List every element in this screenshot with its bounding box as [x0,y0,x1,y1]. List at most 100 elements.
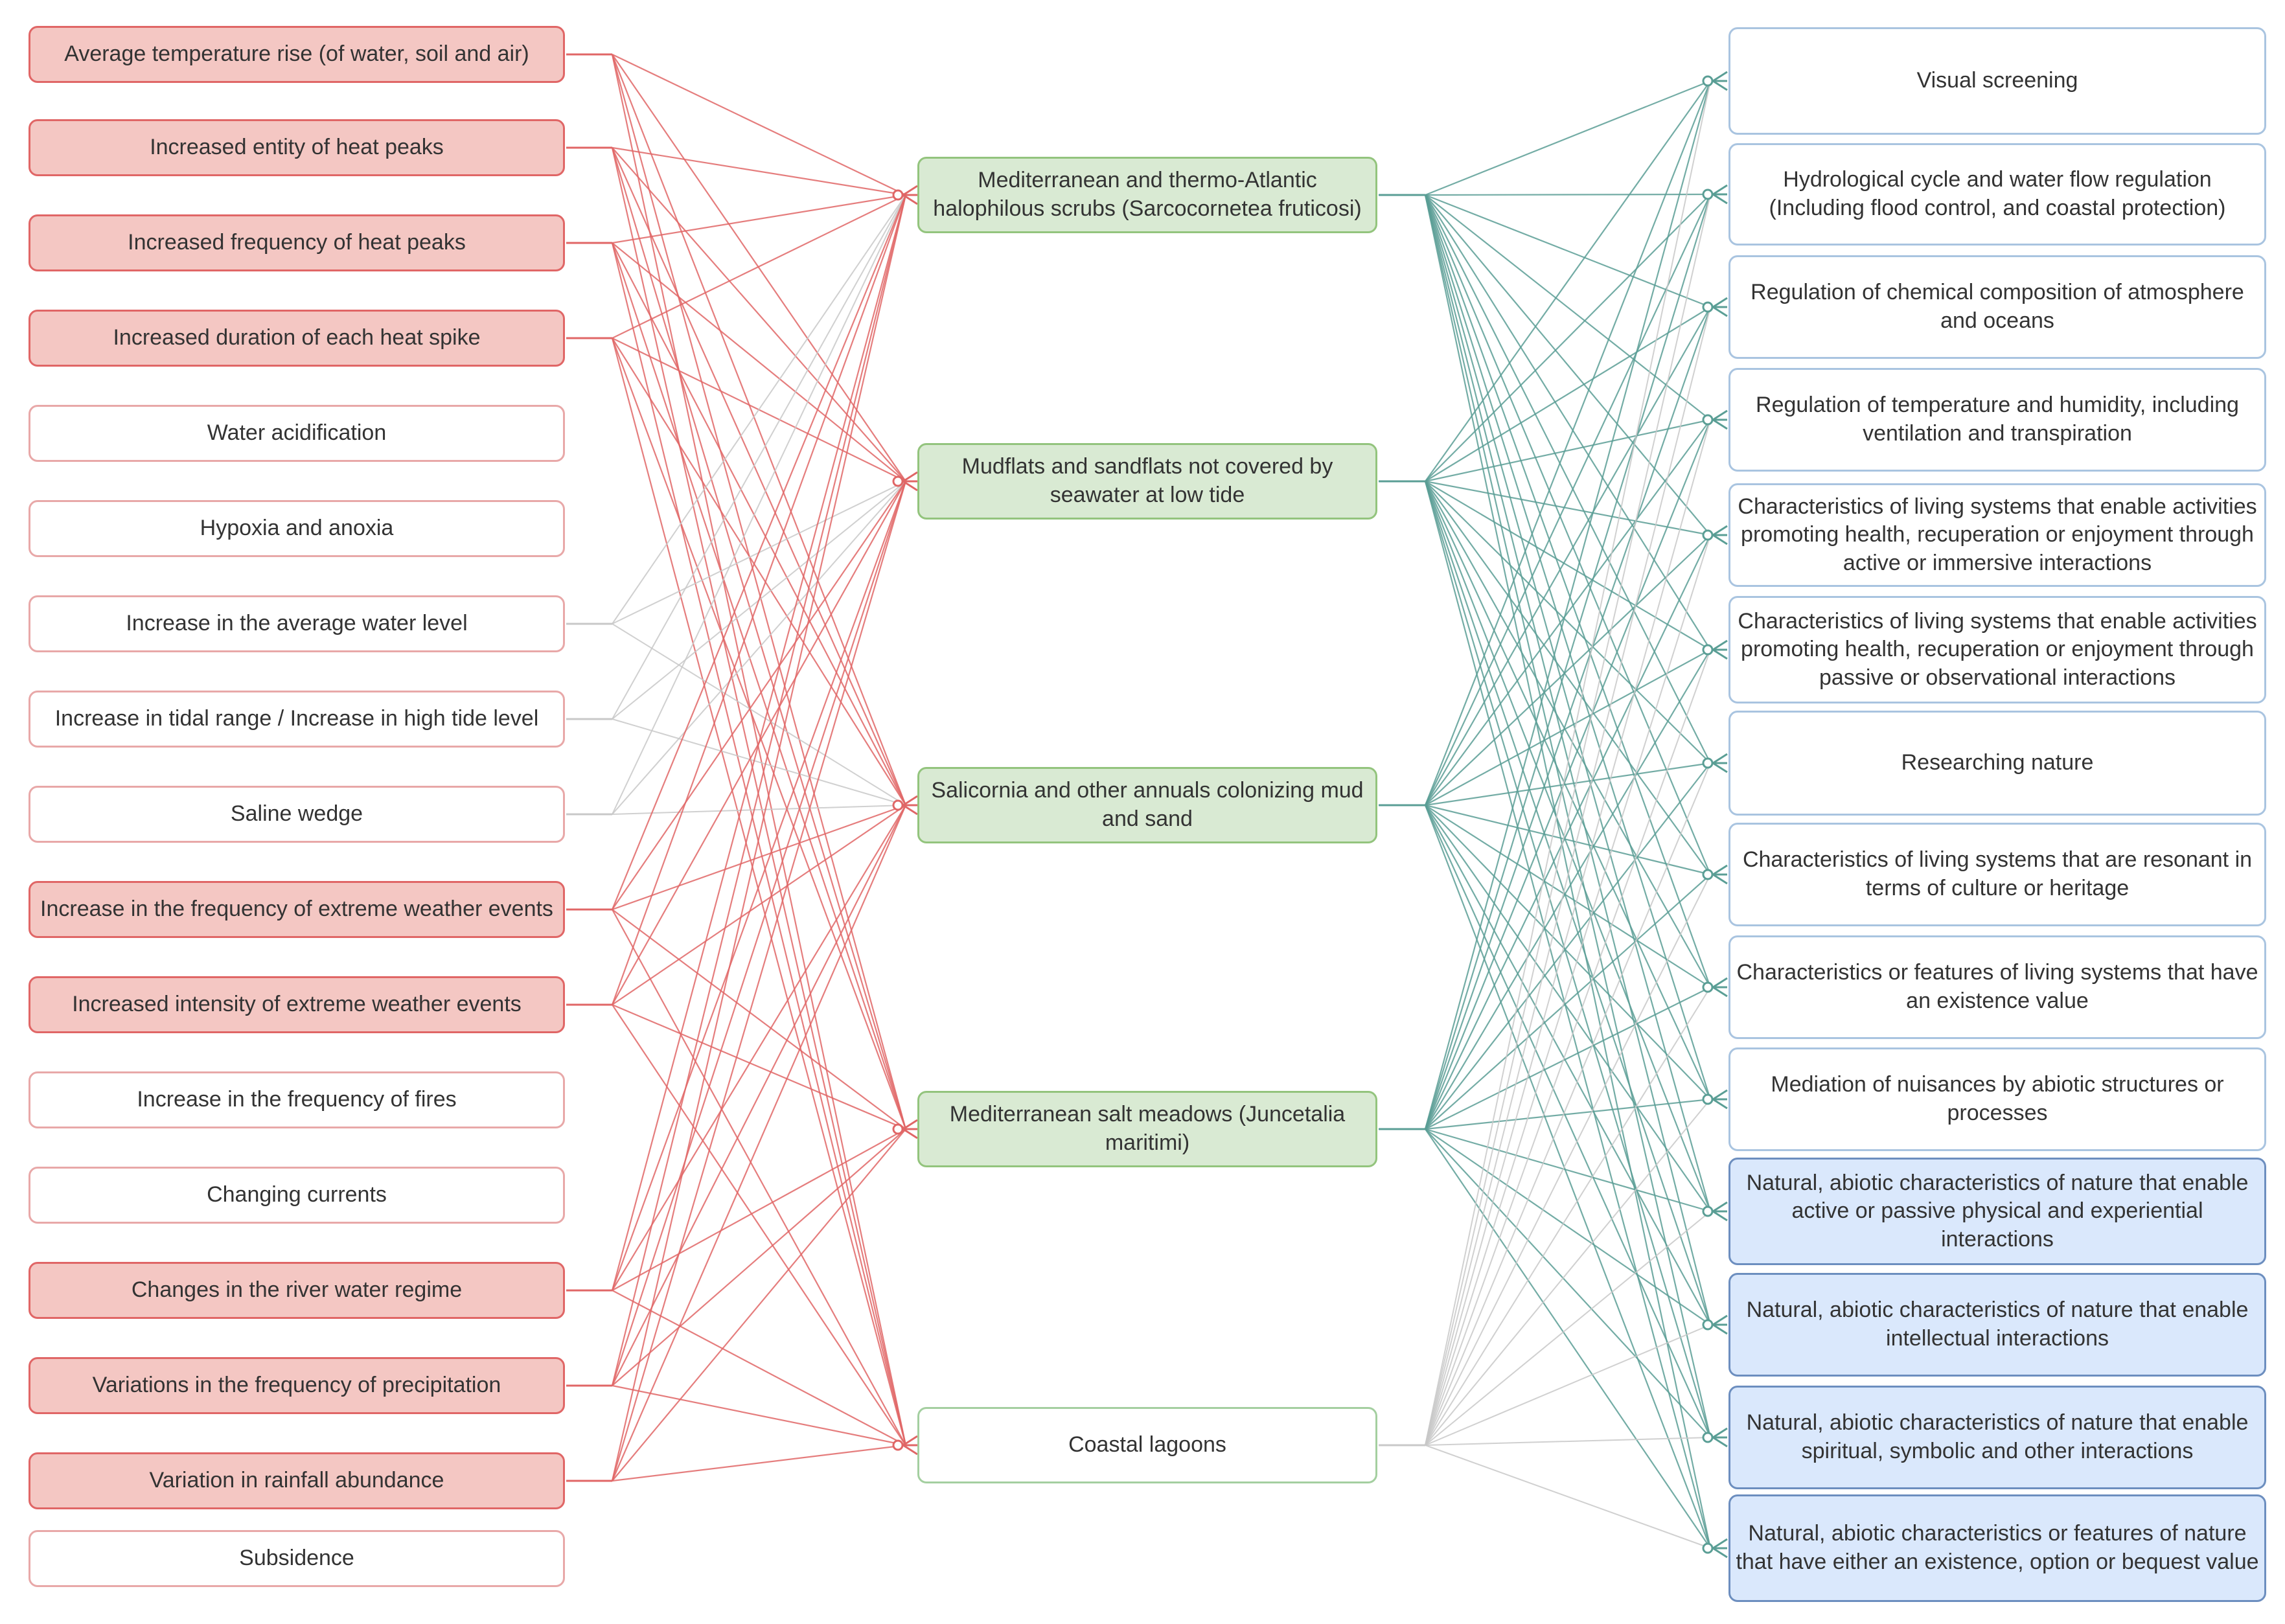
pressure-habitat-link [612,1128,906,1481]
habitat-node-salt-meadows: Mediterranean salt meadows (Juncetalia m… [917,1091,1377,1167]
pressure-habitat-link [611,147,907,1130]
habitat-service-link [1425,762,1711,1446]
pressure-habitat-link [612,194,906,815]
habitat-service-link [1425,481,1711,988]
habitat-service-link [1425,194,1711,536]
habitat-service-link [1425,194,1711,764]
pressure-habitat-link [611,481,907,1386]
pressure-habitat-link [612,805,906,815]
service-input-connector-icon [1702,1201,1728,1222]
pressure-habitat-link [612,194,906,720]
habitat-input-connector-icon [892,185,918,205]
pressure-habitat-link [612,804,906,911]
habitat-service-link [1425,762,1711,1130]
habitat-service-link [1425,1128,1711,1325]
pressure-node-tidal-range: Increase in tidal range / Increase in hi… [29,691,565,748]
habitat-service-link [1424,194,1712,1130]
service-node-passive-interactions: Characteristics of living systems that e… [1728,596,2266,703]
pressure-habitat-link [612,242,906,806]
pressure-habitat-link [612,1003,906,1130]
pressure-node-precipitation-frequency: Variations in the frequency of precipita… [29,1357,565,1414]
pressure-habitat-link [612,805,906,1386]
habitat-service-link [1425,534,1711,1446]
habitat-service-link [1425,481,1711,650]
service-node-temperature-humidity: Regulation of temperature and humidity, … [1728,368,2266,472]
pressure-node-average-temperature-rise: Average temperature rise (of water, soil… [29,26,565,83]
pressure-node-heat-spike-duration: Increased duration of each heat spike [29,310,565,367]
habitat-service-link [1425,649,1711,1130]
habitat-service-link [1425,649,1711,1446]
habitat-service-link [1424,481,1712,1549]
habitat-service-link [1425,1128,1711,1438]
habitat-service-link [1425,649,1711,806]
habitat-service-link [1425,987,1711,1446]
habitat-service-link [1424,194,1712,1325]
habitat-input-connector-icon [892,795,918,816]
pressure-habitat-link [612,194,906,244]
pressure-habitat-link [612,1444,906,1482]
pressure-node-rainfall-abundance: Variation in rainfall abundance [29,1452,565,1509]
habitat-service-link [1425,1098,1711,1130]
pressure-habitat-link [611,481,907,1481]
connector-markers-layer [892,71,1728,1559]
pressure-habitat-link [612,623,906,806]
pressure-node-saline-wedge: Saline wedge [29,786,565,843]
habitat-service-link [1425,805,1711,1100]
habitat-service-link [1424,80,1712,1130]
habitat-service-link [1424,194,1712,1549]
habitat-service-link [1425,480,1711,536]
pressure-node-average-water-level: Increase in the average water level [29,595,565,652]
service-input-connector-icon [1702,525,1728,545]
habitat-service-link [1425,194,1711,308]
habitat-service-link [1424,194,1712,1438]
habitat-service-link [1424,194,1712,875]
habitat-service-link [1425,194,1711,420]
service-node-active-interactions: Characteristics of living systems that e… [1728,483,2266,587]
pressure-habitat-link [612,1384,906,1447]
habitat-service-link [1425,874,1711,1446]
habitat-service-link [1425,193,1711,196]
habitat-input-connector-icon [892,471,918,492]
links-layer [566,53,1712,1549]
habitat-service-link [1424,194,1712,988]
pressure-habitat-link [611,805,907,1481]
pressure-node-heat-peak-frequency: Increased frequency of heat peaks [29,214,565,271]
habitat-node-coastal-lagoons: Coastal lagoons [917,1407,1377,1483]
habitat-service-link [1425,80,1711,1446]
habitat-service-link [1425,419,1711,806]
service-node-visual-screening: Visual screening [1728,27,2266,135]
habitat-service-link [1425,306,1711,482]
habitat-service-link [1424,306,1712,1130]
pressure-habitat-link [611,481,907,1291]
habitat-service-link [1424,194,1712,1212]
service-node-existence-value: Characteristics or features of living sy… [1728,935,2266,1039]
pressure-node-subsidence: Subsidence [29,1530,565,1587]
service-node-abiotic-physical-interactions: Natural, abiotic characteristics of natu… [1728,1158,2266,1265]
pressure-habitat-link [611,242,907,1130]
habitat-service-link [1424,481,1712,1438]
pressure-habitat-link [612,1290,906,1446]
habitat-service-link [1424,419,1712,1130]
service-node-culture-heritage: Characteristics of living systems that a… [1728,823,2266,926]
pressure-habitat-link [611,54,907,1130]
pressure-habitat-link [612,481,906,910]
habitat-input-connector-icon [892,1119,918,1139]
pressure-habitat-link [611,147,907,806]
habitat-service-link [1424,805,1712,1438]
service-input-connector-icon [1702,1427,1728,1448]
habitat-service-link [1425,419,1711,1446]
habitat-service-link [1425,194,1711,1446]
habitat-service-link [1425,1099,1711,1446]
pressure-habitat-link [611,194,907,1386]
service-input-connector-icon [1702,297,1728,317]
habitat-service-link [1425,194,1711,806]
pressure-node-hypoxia-anoxia: Hypoxia and anoxia [29,500,565,557]
habitat-service-link [1425,194,1711,650]
habitat-service-link [1425,1128,1711,1549]
pressure-habitat-link [611,194,907,1291]
pressure-habitat-link [612,909,906,1130]
pressure-habitat-link [611,194,907,1481]
habitat-service-link [1424,805,1712,1549]
pressure-habitat-link [612,805,906,1291]
